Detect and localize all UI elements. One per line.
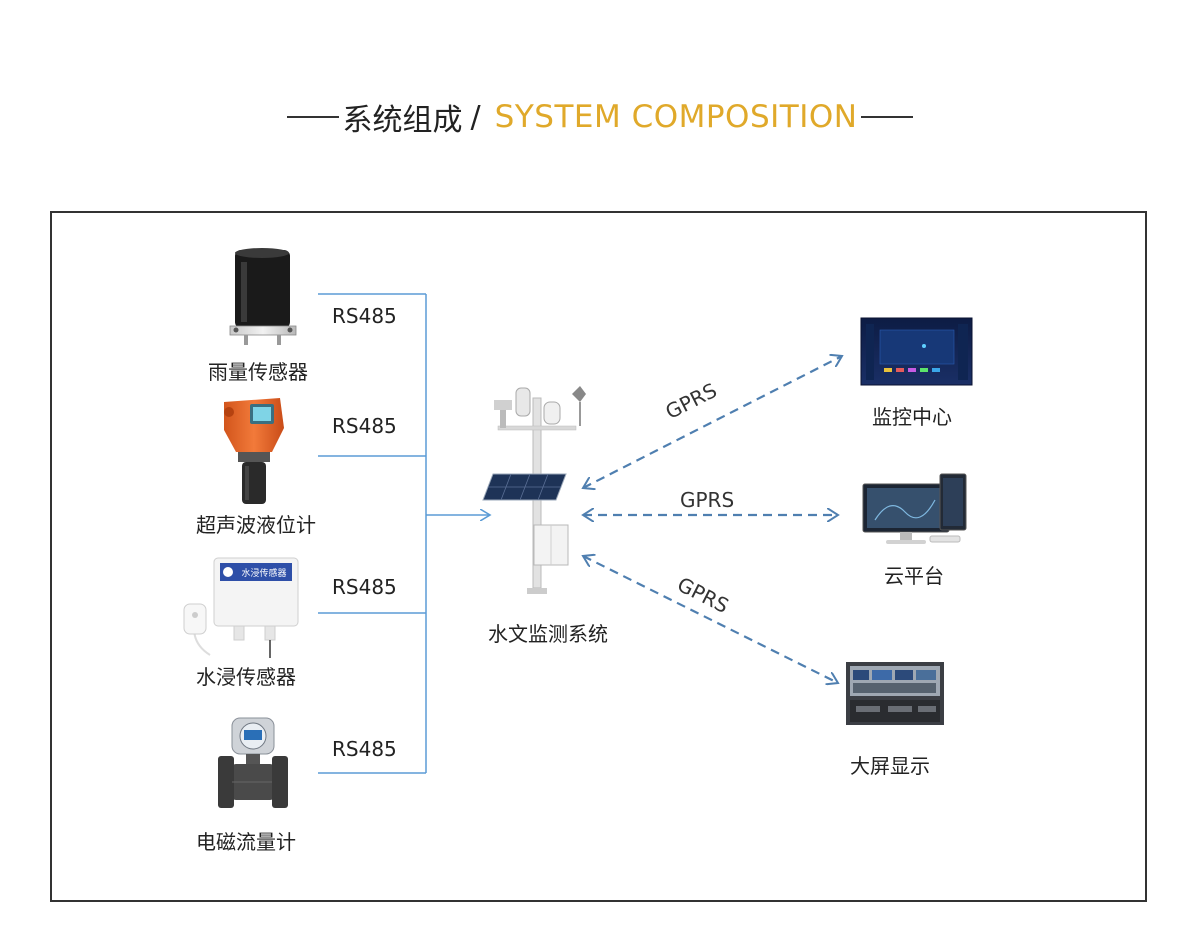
rs485-label-3: RS485 [332, 575, 397, 599]
water-immersion-sensor-icon [183, 557, 299, 658]
heading-rule-right [861, 116, 914, 118]
rain-gauge-icon [229, 248, 297, 345]
rs485-bus [318, 293, 490, 774]
section-heading: 系统组成 / SYSTEM COMPOSITION [0, 92, 1200, 142]
hydrology-station-icon [482, 386, 586, 594]
sensor-label-flowmeter: 电磁流量计 [196, 830, 296, 854]
cloud-platform-icon [862, 473, 967, 544]
gprs-links [583, 356, 842, 683]
gprs-link-bigscreen [583, 556, 838, 683]
big-screen-icon [846, 662, 944, 725]
rs485-label-2: RS485 [332, 414, 397, 438]
device-nameplate-text: 水浸传感器 [241, 567, 286, 579]
sensor-label-ultrasonic: 超声波液位计 [196, 513, 316, 537]
monitor-center-icon [860, 317, 973, 386]
sensor-label-water-immersion: 水浸传感器 [196, 665, 296, 689]
heading-separator: / [470, 99, 481, 135]
sensor-label-rain-gauge: 雨量传感器 [208, 360, 308, 384]
gprs-link-monitor [583, 356, 842, 488]
rs485-label-4: RS485 [332, 737, 397, 761]
heading-title-cn: 系统组成 [342, 103, 463, 138]
heading-rule-left [286, 116, 339, 118]
electromagnetic-flowmeter-icon [218, 717, 288, 808]
rs485-label-1: RS485 [332, 304, 397, 328]
output-label-monitor-center: 监控中心 [872, 405, 952, 429]
gprs-label-cloud: GPRS [680, 488, 735, 512]
heading-title-en: SYSTEM COMPOSITION [494, 99, 858, 135]
station-label: 水文监测系统 [488, 622, 608, 646]
output-label-cloud-platform: 云平台 [884, 564, 944, 588]
ultrasonic-level-meter-icon [224, 398, 284, 504]
diagram-frame [50, 211, 1147, 902]
output-label-big-screen: 大屏显示 [850, 754, 930, 778]
